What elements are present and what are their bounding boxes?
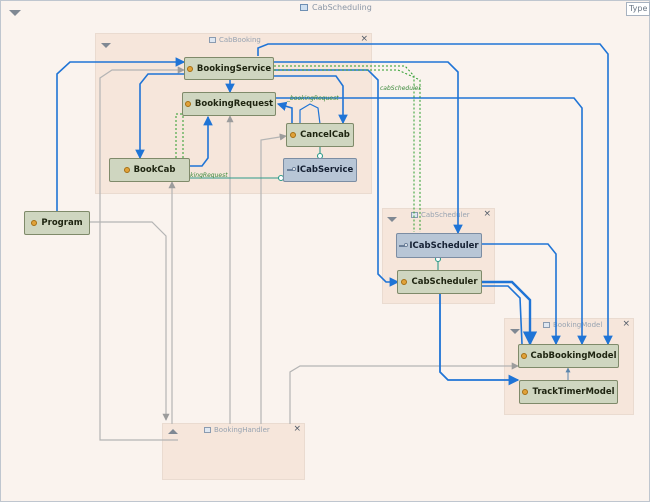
- class-icon: [31, 220, 38, 226]
- group-close-icon[interactable]: ×: [483, 209, 491, 219]
- edge-cabscheduler-cabbookingmodel-2: [482, 285, 523, 345]
- edge-handler-bookingservice: [99, 66, 185, 441]
- group-label: CabBooking: [219, 36, 261, 44]
- node-label: BookingService: [196, 63, 272, 74]
- class-icon: [186, 65, 193, 72]
- collapse-all-icon[interactable]: [9, 10, 21, 16]
- class-icon: [401, 279, 408, 285]
- handler-edges: [90, 66, 519, 441]
- node-label: CabScheduler: [411, 277, 478, 287]
- package-icon: [204, 427, 211, 433]
- edge-icabscheduler-cabbookingmodel: [482, 243, 561, 346]
- group-label: CabScheduler: [421, 211, 470, 219]
- group-expand-icon[interactable]: [168, 429, 178, 434]
- class-icon: [184, 101, 191, 107]
- edge-cancelcab-bookingrequest: [276, 101, 293, 124]
- diagram-title-text: CabScheduling: [312, 3, 372, 12]
- node-label: TrackTimerModel: [532, 387, 615, 397]
- group-close-icon[interactable]: ×: [293, 424, 301, 434]
- node-label: ICabScheduler: [409, 240, 479, 251]
- edge-bookcab-bookingrequest-field: [175, 113, 184, 158]
- package-icon: [209, 37, 216, 43]
- edge-cabscheduler-tracktimermodel: [439, 292, 520, 386]
- edge-bookingservice-cancelcab: [274, 75, 348, 125]
- class-icon: [123, 167, 130, 173]
- field-edges: [175, 65, 421, 232]
- node-label: CancelCab: [300, 130, 350, 140]
- class-icon: [522, 389, 529, 395]
- diagram-icon: [300, 4, 308, 11]
- edge-program-bookingservice: [56, 57, 186, 211]
- package-icon: [543, 322, 550, 328]
- node-icabservice[interactable]: ICabService: [283, 158, 357, 182]
- group-close-icon[interactable]: ×: [360, 34, 368, 44]
- node-label: CabBookingModel: [530, 351, 617, 361]
- interface-icon: [399, 242, 409, 247]
- class-icon: [290, 132, 297, 138]
- edge-cabscheduler-cabbookingmodel: [482, 280, 538, 346]
- node-label: Program: [41, 218, 83, 228]
- group-title: BookingModel: [543, 321, 602, 329]
- edge-handler-cabbookingmodel: [289, 362, 519, 424]
- interface-icon: [286, 167, 296, 171]
- group-close-icon[interactable]: ×: [622, 319, 630, 329]
- edge-bookingservice-cabbookingmodel: [257, 43, 613, 346]
- edge-bookingservice-icabscheduler-field-2: [274, 69, 421, 232]
- group-label: BookingHandler: [214, 426, 270, 434]
- node-cabbookingmodel[interactable]: CabBookingModel: [518, 344, 619, 368]
- group-collapse-icon[interactable]: [387, 217, 397, 222]
- node-cancelcab[interactable]: CancelCab: [286, 123, 354, 147]
- node-program[interactable]: Program: [24, 211, 90, 235]
- group-collapse-icon[interactable]: [101, 43, 111, 48]
- group-title: CabBooking: [209, 36, 261, 44]
- edge-bookcab-bookingrequest: [190, 115, 213, 167]
- edge-cancelcab-icabservice: [299, 103, 321, 125]
- node-bookcab[interactable]: BookCab: [109, 158, 190, 182]
- edge-bookingservice-cabscheduler: [274, 69, 400, 287]
- node-label: BookingRequest: [194, 99, 274, 109]
- node-bookingrequest[interactable]: BookingRequest: [182, 92, 276, 116]
- group-collapse-icon[interactable]: [510, 329, 520, 334]
- node-bookingservice[interactable]: BookingService: [184, 57, 274, 80]
- node-label: ICabService: [296, 165, 354, 175]
- group-bookinghandler[interactable]: BookingHandler ×: [162, 423, 305, 480]
- dependency-edges: [56, 43, 613, 386]
- edge-label-cabscheduler: cabScheduler: [380, 85, 421, 92]
- group-title: BookingHandler: [204, 426, 270, 434]
- diagram-title: CabScheduling: [300, 3, 372, 12]
- node-icabscheduler[interactable]: ICabScheduler: [396, 233, 482, 258]
- edge-bookingrequest-cabbookingmodel: [276, 97, 587, 346]
- edge-label-bookingrequest-bottom: _bookingRequest: [176, 172, 228, 179]
- edge-bookingservice-icabscheduler: [274, 61, 463, 235]
- node-tracktimermodel[interactable]: TrackTimerModel: [519, 380, 618, 404]
- edge-bookingservice-icabscheduler-field: [274, 65, 415, 232]
- group-label: BookingModel: [553, 321, 603, 329]
- edge-bookingservice-bookcab: [135, 73, 186, 160]
- edge-label-bookingrequest-top: _bookingRequest: [287, 95, 339, 102]
- node-cabscheduler[interactable]: CabScheduler: [397, 270, 482, 294]
- realization-edges: [174, 147, 442, 270]
- node-label: BookCab: [133, 165, 176, 175]
- class-icon: [520, 353, 527, 359]
- edge-program-handler: [90, 221, 170, 421]
- edge-handler-cancelcab: [260, 133, 287, 424]
